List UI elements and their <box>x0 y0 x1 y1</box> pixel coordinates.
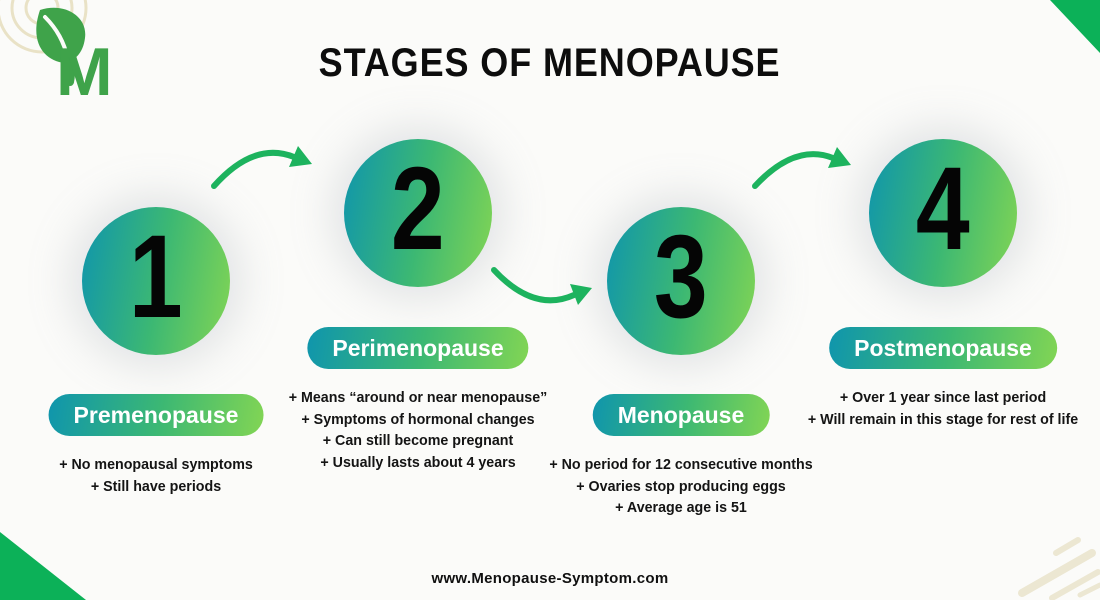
stage-4-number: 4 <box>916 143 970 275</box>
stage-1-number-circle: 1 <box>82 207 230 355</box>
stage-3-number: 3 <box>654 211 708 343</box>
bullet-item: + Over 1 year since last period <box>839 389 1047 406</box>
bullet-item: + Means “around or near menopause” <box>288 389 548 406</box>
page-title: STAGES OF MENOPAUSE <box>319 41 781 85</box>
bullet-item: + Still have periods <box>90 477 222 495</box>
stage-1-number: 1 <box>129 211 183 343</box>
stage-2-label-pill: Perimenopause <box>307 327 529 369</box>
stage-1-label-pill: Premenopause <box>48 394 264 436</box>
bullet-item: + Average age is 51 <box>615 499 747 516</box>
stage-3-number-circle: 3 <box>607 207 755 355</box>
bullet-item: + Usually lasts about 4 years <box>320 453 516 471</box>
bullet-item: + No period for 12 consecutive months <box>549 456 813 473</box>
stage-4-bullets: + Over 1 year since last period + Will r… <box>808 387 1078 430</box>
bullet-item: + Can still become pregnant <box>322 432 514 449</box>
stage-4-label-pill: Postmenopause <box>829 327 1057 369</box>
leaf-icon <box>36 7 86 86</box>
bullet-item: + Ovaries stop producing eggs <box>576 477 786 495</box>
brand-letter: M <box>56 34 113 110</box>
stage-2-bullets: + Means “around or near menopause” + Sym… <box>289 387 548 473</box>
stage-4: 4 Postmenopause + Over 1 year since last… <box>793 0 1093 600</box>
stage-3-bullets: + No period for 12 consecutive months + … <box>549 454 812 519</box>
brand-logo: M <box>28 4 138 112</box>
stage-3-label-pill: Menopause <box>592 394 770 436</box>
brush-strokes-icon <box>1018 537 1100 600</box>
website-url: www.Menopause-Symptom.com <box>431 570 669 587</box>
stage-2: 2 Perimenopause + Means “around or near … <box>268 0 568 600</box>
stage-2-number: 2 <box>391 143 445 275</box>
bullet-item: + Will remain in this stage for rest of … <box>807 410 1079 428</box>
stage-1: 1 Premenopause + No menopausal symptoms … <box>6 0 306 600</box>
bullet-item: + Symptoms of hormonal changes <box>301 410 535 428</box>
bullet-item: + No menopausal symptoms <box>59 456 253 473</box>
stage-3: 3 Menopause + No period for 12 consecuti… <box>531 0 831 600</box>
stage-4-number-circle: 4 <box>869 139 1017 287</box>
stage-1-bullets: + No menopausal symptoms + Still have pe… <box>59 454 253 497</box>
stage-2-number-circle: 2 <box>344 139 492 287</box>
